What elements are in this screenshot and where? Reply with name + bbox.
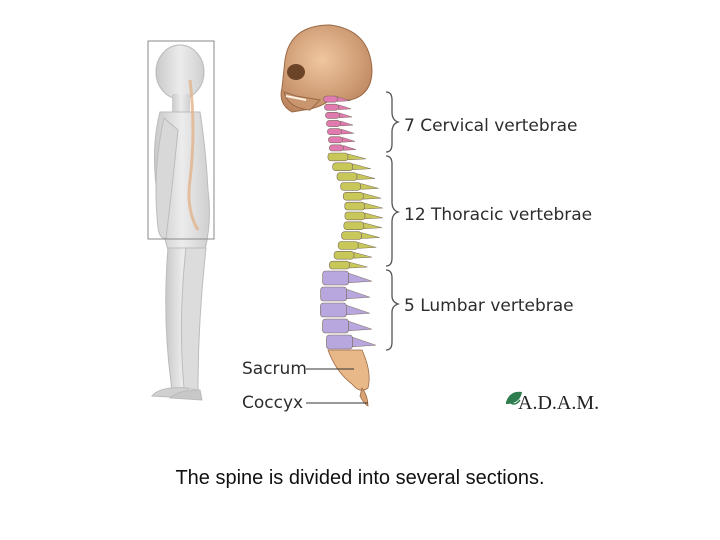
lumbar-label: 5 Lumbar vertebrae: [404, 296, 574, 316]
thoracic-vertebra: [344, 201, 366, 211]
thoracic-vertebra: [341, 231, 362, 240]
vertebral-column: [320, 95, 383, 407]
spine-region-frame: [147, 40, 215, 240]
thoracic-label: 12 Thoracic vertebrae: [404, 205, 592, 225]
thoracic-bracket: [385, 155, 401, 267]
lumbar-vertebra: [322, 318, 349, 334]
cervical-spinous-process: [337, 96, 351, 102]
thoracic-spinous-process: [363, 192, 382, 200]
cervical-vertebra: [327, 128, 342, 136]
cervical-vertebra: [325, 111, 340, 119]
lumbar-vertebra: [320, 302, 347, 318]
thoracic-spinous-process: [352, 163, 371, 170]
cervical-vertebra: [323, 95, 338, 103]
figure-caption: The spine is divided into several sectio…: [175, 467, 545, 489]
logo-text: A.D.A.M.: [518, 392, 599, 414]
thoracic-spinous-process: [364, 202, 383, 210]
section-brackets: [385, 91, 401, 351]
thoracic-spinous-process: [347, 153, 367, 161]
thoracic-vertebra: [336, 172, 358, 181]
lumbar-spinous-process: [348, 320, 372, 332]
thoracic-spinous-process: [357, 242, 377, 249]
cervical-spinous-process: [340, 120, 354, 127]
cervical-vertebra: [326, 120, 341, 127]
thoracic-spinous-process: [364, 212, 383, 220]
cervical-spinous-process: [343, 145, 357, 151]
cervical-spinous-process: [338, 104, 352, 110]
lumbar-vertebra: [320, 286, 347, 302]
cervical-spinous-process: [339, 112, 353, 119]
cervical-spinous-process: [341, 128, 355, 135]
thoracic-spinous-process: [353, 251, 373, 259]
thoracic-spinous-process: [356, 173, 376, 180]
lumbar-spinous-process: [346, 288, 371, 300]
lumbar-bracket: [385, 269, 401, 351]
thoracic-vertebra: [343, 221, 365, 230]
thoracic-spinous-process: [361, 232, 380, 239]
thoracic-vertebra: [337, 241, 359, 250]
coccyx-bone: [359, 387, 369, 407]
thoracic-spinous-process: [349, 261, 368, 269]
thoracic-spinous-process: [363, 222, 382, 229]
thoracic-vertebra: [329, 260, 350, 270]
sacrum-label: Sacrum: [242, 359, 307, 379]
cervical-vertebra: [328, 136, 343, 144]
cervical-label: 7 Cervical vertebrae: [404, 116, 578, 136]
thoracic-vertebra: [332, 162, 353, 171]
thoracic-vertebra: [340, 182, 361, 191]
cervical-vertebra: [324, 103, 339, 111]
leaf-icon: [506, 391, 522, 404]
thoracic-vertebra: [327, 152, 349, 162]
human-body-illustration: [147, 40, 215, 401]
cervical-bracket: [385, 91, 401, 153]
thoracic-vertebra: [344, 211, 366, 221]
sacrum-bone: [327, 349, 370, 391]
thoracic-vertebra: [333, 251, 355, 260]
cervical-vertebra: [329, 144, 344, 152]
thoracic-vertebra: [342, 192, 364, 201]
lumbar-spinous-process: [352, 336, 376, 348]
cervical-spinous-process: [342, 136, 356, 143]
lumbar-spinous-process: [348, 272, 373, 284]
adam-logo: A.D.A.M.: [506, 391, 599, 414]
thoracic-spinous-process: [360, 183, 379, 190]
lumbar-vertebra: [326, 334, 353, 350]
lumbar-vertebra: [322, 270, 349, 286]
skull-illustration: [280, 24, 373, 113]
coccyx-label: Coccyx: [242, 393, 303, 413]
lumbar-spinous-process: [346, 304, 370, 316]
